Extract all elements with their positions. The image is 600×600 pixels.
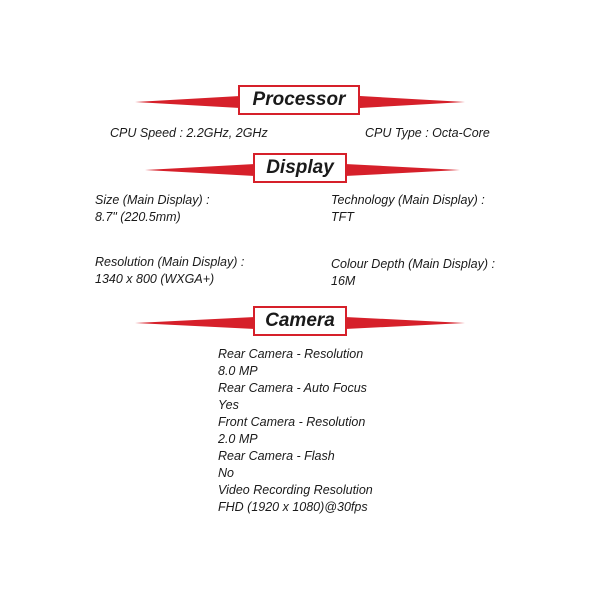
camera-spec-line: Video Recording Resolution <box>218 483 373 497</box>
display-colour-depth-label: Colour Depth (Main Display) : <box>331 257 495 271</box>
camera-header: Camera <box>0 306 600 340</box>
camera-spec-line: 8.0 MP <box>218 364 258 378</box>
camera-spec-line: No <box>218 466 234 480</box>
cpu-speed-text: CPU Speed : 2.2GHz, 2GHz <box>110 126 268 140</box>
camera-spec-line: 2.0 MP <box>218 432 258 446</box>
camera-spec-line: FHD (1920 x 1080)@30fps <box>218 500 368 514</box>
section-title: Camera <box>253 306 347 336</box>
display-resolution: Resolution (Main Display) : 1340 x 800 (… <box>95 254 244 288</box>
display-colour-depth: Colour Depth (Main Display) : 16M <box>331 256 495 290</box>
camera-spec-line: Front Camera - Resolution <box>218 415 366 429</box>
section-title: Display <box>253 153 347 183</box>
cpu-type: CPU Type : Octa-Core <box>365 125 490 142</box>
display-header: Display <box>0 153 600 187</box>
display-colour-depth-value: 16M <box>331 274 356 288</box>
camera-spec-line: Rear Camera - Flash <box>218 449 335 463</box>
camera-spec-line: Yes <box>218 398 239 412</box>
cpu-type-text: CPU Type : Octa-Core <box>365 126 490 140</box>
display-size-value: 8.7" (220.5mm) <box>95 210 181 224</box>
camera-spec-line: Rear Camera - Auto Focus <box>218 381 367 395</box>
processor-header: Processor <box>0 85 600 119</box>
display-resolution-value: 1340 x 800 (WXGA+) <box>95 272 215 286</box>
header-swoosh <box>135 317 465 329</box>
display-resolution-label: Resolution (Main Display) : <box>95 255 245 269</box>
cpu-speed: CPU Speed : 2.2GHz, 2GHz <box>110 125 268 142</box>
header-swoosh <box>135 96 465 108</box>
display-technology-label: Technology (Main Display) : <box>331 193 485 207</box>
header-swoosh <box>145 164 460 176</box>
display-size: Size (Main Display) : 8.7" (220.5mm) <box>95 192 210 226</box>
camera-specs: Rear Camera - Resolution 8.0 MP Rear Cam… <box>218 346 373 516</box>
display-technology-value: TFT <box>331 210 354 224</box>
camera-spec-line: Rear Camera - Resolution <box>218 347 364 361</box>
display-technology: Technology (Main Display) : TFT <box>331 192 485 226</box>
section-title: Processor <box>238 85 360 115</box>
display-size-label: Size (Main Display) : <box>95 193 210 207</box>
